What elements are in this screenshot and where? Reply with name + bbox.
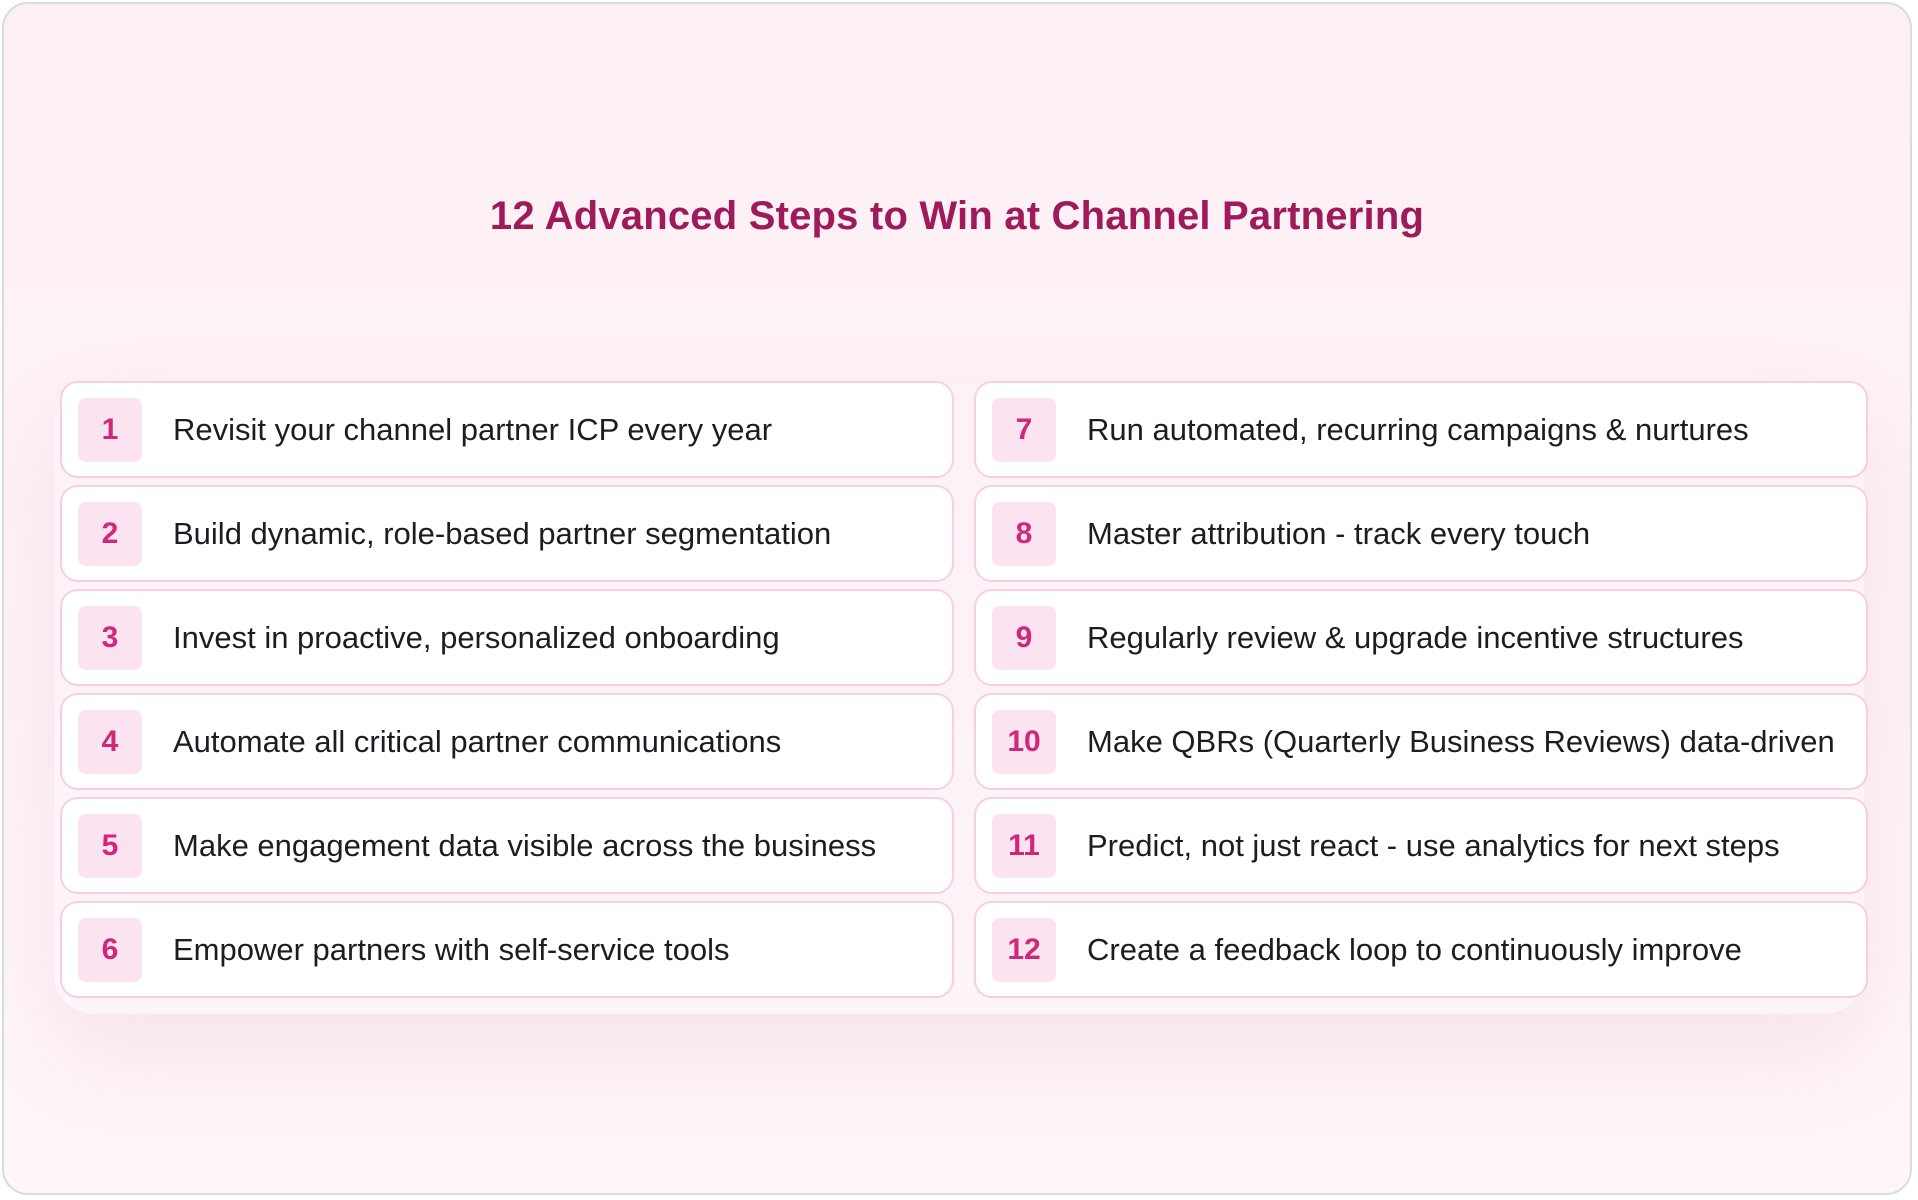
step-item-6: 6 Empower partners with self-service too…	[60, 901, 954, 998]
step-number: 3	[78, 606, 142, 670]
step-number: 1	[78, 398, 142, 462]
step-number: 10	[992, 710, 1056, 774]
step-text: Empower partners with self-service tools	[173, 931, 730, 967]
step-item-1: 1 Revisit your channel partner ICP every…	[60, 381, 954, 478]
step-text: Run automated, recurring campaigns & nur…	[1087, 411, 1749, 447]
page-title: 12 Advanced Steps to Win at Channel Part…	[489, 194, 1425, 238]
step-item-8: 8 Master attribution - track every touch	[974, 485, 1868, 582]
step-number: 12	[992, 918, 1056, 982]
step-item-2: 2 Build dynamic, role-based partner segm…	[60, 485, 954, 582]
step-item-12: 12 Create a feedback loop to continuousl…	[974, 901, 1868, 998]
step-text: Predict, not just react - use analytics …	[1087, 827, 1780, 863]
step-number: 7	[992, 398, 1056, 462]
step-number: 4	[78, 710, 142, 774]
step-text: Create a feedback loop to continuously i…	[1087, 931, 1742, 967]
step-item-5: 5 Make engagement data visible across th…	[60, 797, 954, 894]
step-number: 8	[992, 502, 1056, 566]
step-text: Automate all critical partner communicat…	[173, 723, 782, 759]
step-text: Invest in proactive, personalized onboar…	[173, 619, 780, 655]
step-item-9: 9 Regularly review & upgrade incentive s…	[974, 589, 1868, 686]
step-item-3: 3 Invest in proactive, personalized onbo…	[60, 589, 954, 686]
step-number: 2	[78, 502, 142, 566]
step-text: Build dynamic, role-based partner segmen…	[173, 515, 832, 551]
step-item-11: 11 Predict, not just react - use analyti…	[974, 797, 1868, 894]
step-text: Regularly review & upgrade incentive str…	[1087, 619, 1744, 655]
step-number: 6	[78, 918, 142, 982]
step-text: Make engagement data visible across the …	[173, 827, 877, 863]
step-number: 11	[992, 814, 1056, 878]
steps-grid: 1 Revisit your channel partner ICP every…	[60, 381, 1868, 998]
step-number: 9	[992, 606, 1056, 670]
step-text: Revisit your channel partner ICP every y…	[173, 411, 773, 447]
step-item-7: 7 Run automated, recurring campaigns & n…	[974, 381, 1868, 478]
step-item-4: 4 Automate all critical partner communic…	[60, 693, 954, 790]
step-item-10: 10 Make QBRs (Quarterly Business Reviews…	[974, 693, 1868, 790]
step-text: Make QBRs (Quarterly Business Reviews) d…	[1087, 723, 1835, 759]
step-number: 5	[78, 814, 142, 878]
step-text: Master attribution - track every touch	[1087, 515, 1591, 551]
